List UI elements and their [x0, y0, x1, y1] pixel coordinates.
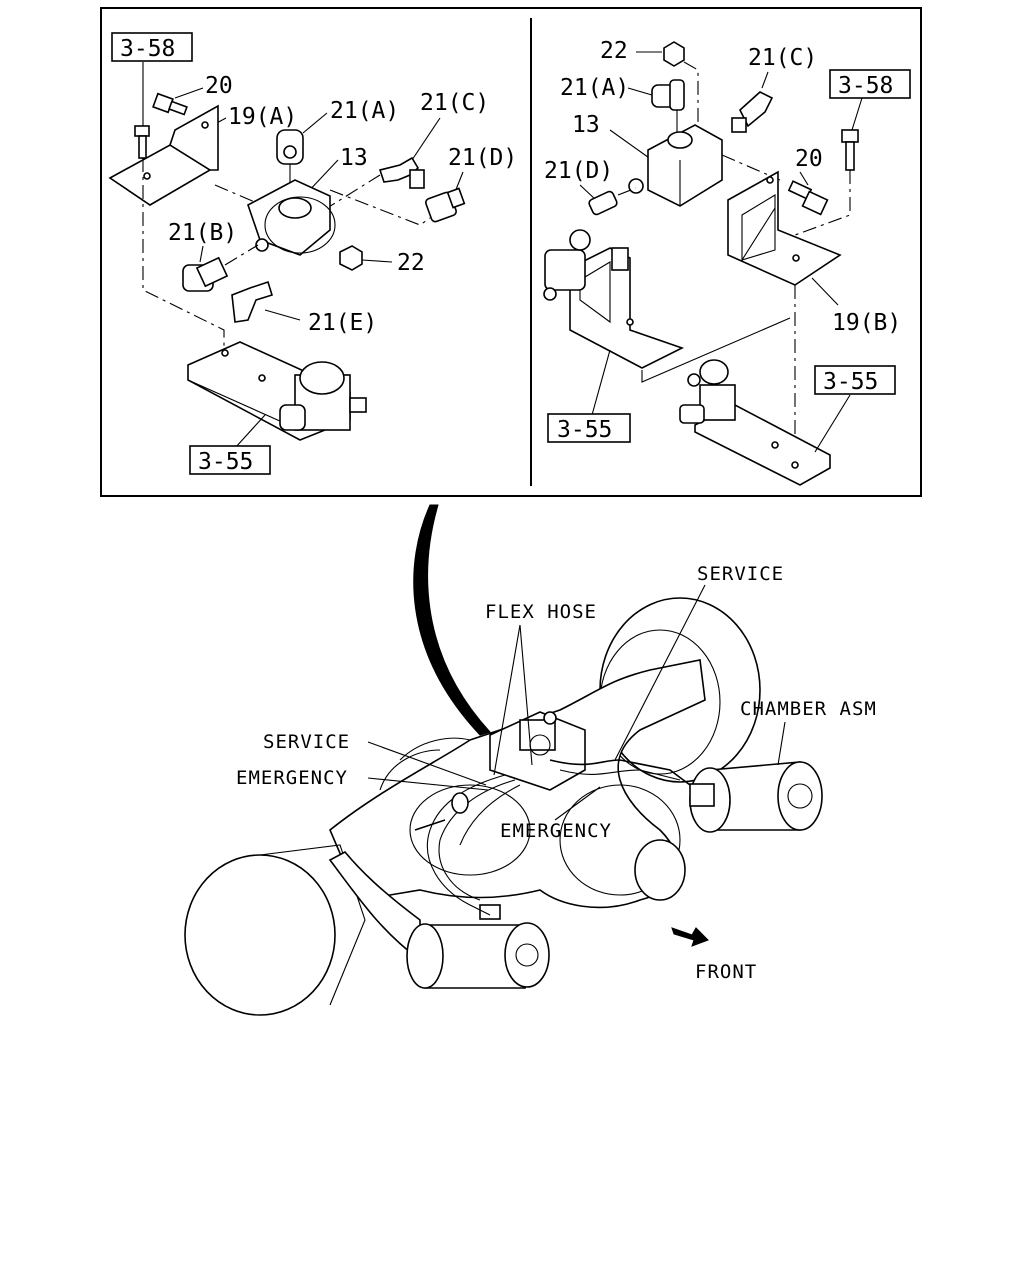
ref-label-3-55-right-b: 3-55	[823, 369, 878, 395]
ref-box-3-58-left[interactable]: 3-58	[111, 32, 193, 62]
bolt-20-icon	[152, 92, 188, 116]
nut-22-right-icon	[663, 41, 685, 67]
fitting-21a-right-icon	[651, 79, 685, 135]
brake-chamber-right-icon	[689, 761, 823, 833]
ref-label-3-58-right: 3-58	[838, 73, 893, 99]
left-detail-panel: 3-58 20 19(A) 21(A)	[108, 32, 517, 475]
fitting-21d-right-icon	[588, 190, 618, 216]
detail-leader-curve	[413, 504, 491, 736]
axle-housing-icon	[329, 659, 706, 909]
fitting-21a-icon	[276, 129, 304, 200]
label-flex-hose: FLEX HOSE	[485, 601, 597, 623]
fitting-21e-icon	[231, 280, 273, 323]
fitting-21b-icon	[182, 244, 259, 292]
bolt-20-right-icon	[787, 180, 829, 216]
bolt-icon	[134, 125, 150, 159]
label-service-top: SERVICE	[697, 563, 784, 585]
mount-plate-right-b-icon	[679, 359, 831, 486]
label-21d-right: 21(D)	[544, 158, 613, 184]
label-22-left: 22	[397, 250, 425, 276]
fitting-21c-right-icon	[731, 91, 774, 133]
ref-box-3-55-right-a[interactable]: 3-55	[547, 413, 631, 443]
nut-22-icon	[339, 245, 363, 271]
axle-overview: SERVICE FLEX HOSE CHAMBER ASM SERVICE EM…	[184, 504, 877, 1016]
mount-plate-right-a-icon	[543, 229, 685, 369]
label-21d-left: 21(D)	[448, 145, 517, 171]
label-19b: 19(B)	[832, 310, 901, 336]
label-21e: 21(E)	[308, 310, 377, 336]
bolt-right-icon	[841, 129, 859, 171]
detail-frame	[100, 7, 922, 497]
ref-label-3-58-left: 3-58	[120, 36, 175, 62]
label-13-right: 13	[572, 112, 600, 138]
ref-box-3-58-right[interactable]: 3-58	[829, 69, 911, 99]
brake-chamber-left-icon	[406, 904, 550, 989]
label-21c-right: 21(C)	[748, 45, 817, 71]
relay-valve-13-icon	[247, 179, 336, 256]
ref-box-3-55-right-b[interactable]: 3-55	[814, 365, 896, 395]
relay-valve-13-right-icon	[628, 124, 723, 207]
mount-plate-left-icon	[187, 341, 367, 441]
label-19a: 19(A)	[228, 104, 297, 130]
brake-drum-left-icon	[184, 844, 421, 1016]
ref-label-3-55-right-a: 3-55	[557, 417, 612, 443]
label-13-left: 13	[340, 145, 368, 171]
ref-box-3-55-left[interactable]: 3-55	[189, 445, 271, 475]
right-detail-panel: 22 21(A) 21(C) 3-58	[543, 38, 911, 486]
label-emergency-left: EMERGENCY	[236, 767, 348, 789]
hose-lines-icon	[414, 759, 691, 916]
front-arrow-icon	[671, 927, 709, 947]
label-front: FRONT	[695, 961, 757, 983]
label-20-left: 20	[205, 73, 233, 99]
label-chamber-asm: CHAMBER ASM	[740, 698, 877, 720]
label-emergency-center: EMERGENCY	[500, 820, 612, 842]
ref-label-3-55-left: 3-55	[198, 449, 253, 475]
fitting-21c-icon	[378, 156, 425, 189]
label-21c-left: 21(C)	[420, 90, 489, 116]
bracket-19b-icon	[727, 170, 842, 286]
label-20-right: 20	[795, 146, 823, 172]
label-22-right: 22	[600, 38, 628, 64]
label-21a-right: 21(A)	[560, 75, 629, 101]
label-service-left: SERVICE	[263, 731, 350, 753]
label-21a-left: 21(A)	[330, 98, 399, 124]
bracket-19a-icon	[108, 104, 219, 206]
fitting-21d-icon	[425, 187, 466, 223]
label-21b-left: 21(B)	[168, 220, 237, 246]
